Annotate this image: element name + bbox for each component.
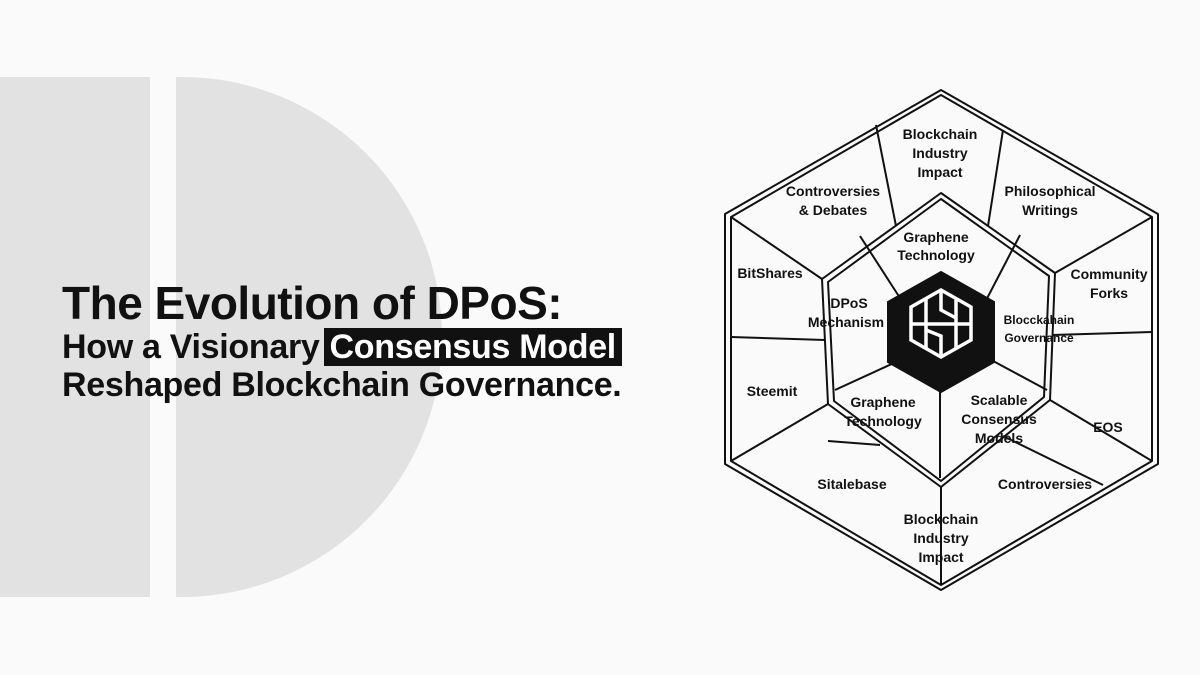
inner-cell-label: Graphene	[850, 394, 916, 410]
inner-cell-label: Scalable	[971, 392, 1028, 408]
impossible-cube-logo-icon	[911, 290, 971, 357]
center-logo	[888, 272, 994, 392]
outer-divider	[876, 125, 896, 226]
outer-cell-label: Industry	[913, 530, 968, 546]
outer-cell-label: Blockchain	[903, 126, 978, 142]
inner-cell-label: Mechanism	[808, 314, 884, 330]
outer-cell-label: Impact	[917, 164, 962, 180]
inner-cell-label: Governance	[1004, 331, 1074, 345]
outer-cell-label: BitShares	[737, 265, 803, 281]
outer-divider	[988, 130, 1003, 226]
outer-cell-label: EOS	[1093, 419, 1123, 435]
inner-cell-label: Models	[975, 430, 1023, 446]
outer-cell-label: Steemit	[747, 383, 798, 399]
outer-divider	[731, 337, 825, 340]
outer-cell-label: Controversies	[998, 476, 1092, 492]
outer-cell-label: Philosophical	[1004, 183, 1095, 199]
outer-cell-label: Controversies	[786, 183, 880, 199]
inner-cell-label: Consensus	[961, 411, 1037, 427]
outer-cell-label: Forks	[1090, 285, 1128, 301]
outer-cell-label: Community	[1071, 266, 1148, 282]
spoke	[731, 404, 828, 461]
inner-cell-label: DPoS	[830, 295, 867, 311]
outer-cell-label: Industry	[912, 145, 967, 161]
outer-cell-label: Writings	[1022, 202, 1078, 218]
inner-cell-label: Technology	[844, 413, 922, 429]
outer-cell-label: & Debates	[799, 202, 868, 218]
inner-divider	[835, 362, 896, 390]
inner-cell-label: Technology	[897, 247, 975, 263]
inner-cell-label: Blocckahain	[1004, 313, 1075, 327]
inner-divider	[860, 236, 900, 298]
spoke	[1055, 217, 1152, 273]
outer-cell-label: Impact	[918, 549, 963, 565]
outer-cell-label: Sitalebase	[817, 476, 886, 492]
inner-cell-label: Graphene	[903, 229, 969, 245]
outer-cell-label: Blockchain	[904, 511, 979, 527]
outer-divider	[828, 441, 880, 445]
